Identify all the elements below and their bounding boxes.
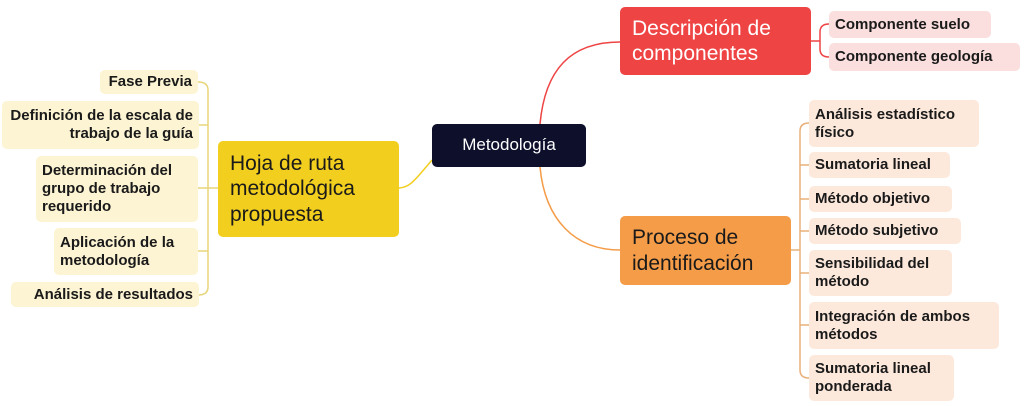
leaf-integracion-metodos[interactable]: Integración de ambos métodos xyxy=(809,302,999,349)
leaf-sensibilidad-metodo[interactable]: Sensibilidad del método xyxy=(809,250,952,296)
leaf-metodo-objetivo[interactable]: Método objetivo xyxy=(809,186,952,212)
connector-descripcion xyxy=(539,41,621,125)
leaf-sumatoria-lineal[interactable]: Sumatoria lineal xyxy=(809,152,950,178)
center-label: Metodología xyxy=(462,135,556,155)
node-proceso-identificacion[interactable]: Proceso de identificación xyxy=(620,216,791,285)
leaf-metodo-subjetivo[interactable]: Método subjetivo xyxy=(809,218,961,244)
proceso-bracket xyxy=(791,122,810,379)
leaf-analisis-estadistico[interactable]: Análisis estadístico físico xyxy=(809,100,979,147)
leaf-componente-suelo[interactable]: Componente suelo xyxy=(829,11,991,38)
left-bracket xyxy=(197,81,218,296)
leaf-determinacion-grupo[interactable]: Determinación del grupo de trabajo reque… xyxy=(36,156,198,222)
leaf-analisis-resultados[interactable]: Análisis de resultados xyxy=(11,282,199,307)
leaf-definicion-escala[interactable]: Definición de la escala de trabajo de la… xyxy=(2,101,199,149)
node-hoja-de-ruta[interactable]: Hoja de ruta metodológica propuesta xyxy=(218,141,399,237)
connector-proceso xyxy=(539,166,621,251)
leaf-sumatoria-ponderada[interactable]: Sumatoria lineal ponderada xyxy=(809,355,954,401)
leaf-componente-geologia[interactable]: Componente geología xyxy=(829,43,1020,71)
descripcion-bracket xyxy=(811,23,830,58)
node-descripcion-componentes[interactable]: Descripción de componentes xyxy=(620,7,811,75)
connector-hoja xyxy=(397,159,433,189)
center-node[interactable]: Metodología xyxy=(432,124,586,167)
leaf-aplicacion[interactable]: Aplicación de la metodología xyxy=(54,228,198,275)
leaf-fase-previa[interactable]: Fase Previa xyxy=(100,70,198,94)
